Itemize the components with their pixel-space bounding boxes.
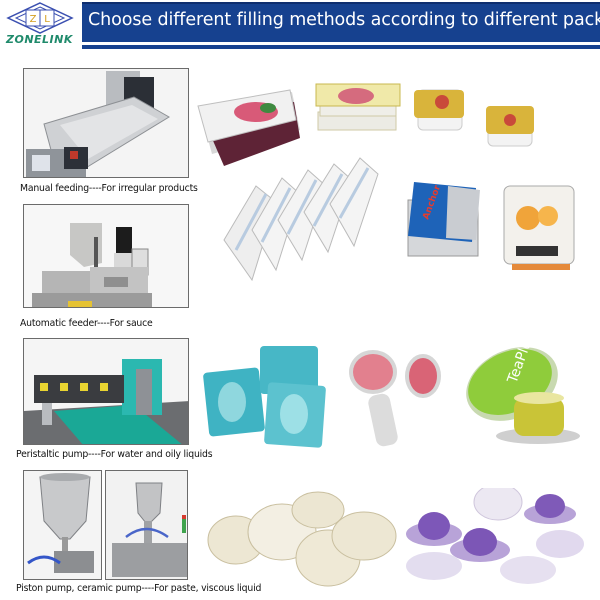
strawberry-jam-cups — [197, 89, 300, 166]
banner-divider — [82, 45, 600, 49]
honey-cups — [315, 83, 401, 131]
ceramic-pump-machine-image — [105, 470, 188, 580]
caption-automatic-feeder: Automatic feeder----For sauce — [20, 318, 153, 329]
zonelink-logo: Z L ZONELINK — [0, 0, 80, 50]
automatic-feeder-machine-image — [23, 204, 189, 308]
butter-portion-cups — [414, 89, 534, 147]
manual-feeding-machine-image — [23, 68, 189, 178]
white-dome-capsules — [207, 491, 397, 587]
white-portion-cups — [223, 157, 379, 282]
product-image-capsules — [198, 488, 596, 592]
caption-peristaltic-pump: Peristaltic pump----For water and oily l… — [16, 449, 213, 460]
product-image-portion-cups: Anchor — [196, 70, 596, 290]
logo-diamond-icon: Z L — [6, 2, 74, 34]
product-image-liquid-packs: TeaPlus — [200, 340, 596, 452]
pink-spoon-cups — [349, 350, 441, 447]
peristaltic-pump-machine-image — [23, 338, 189, 445]
caption-piston-pump: Piston pump, ceramic pump----For paste, … — [16, 583, 262, 594]
orange-jam-cup — [503, 185, 575, 270]
svg-text:L: L — [44, 14, 50, 25]
caption-manual-feeding: Manual feeding----For irregular products — [20, 183, 198, 194]
teal-blister-packs — [203, 346, 326, 448]
svg-text:Z: Z — [30, 14, 37, 25]
anchor-butter-cups: Anchor — [407, 182, 480, 257]
purple-dome-capsules — [406, 488, 584, 584]
tea-plus-cup: TeaPlus — [466, 340, 580, 444]
piston-pump-hopper-image — [23, 470, 102, 580]
header-banner: Choose different filling methods accordi… — [82, 2, 600, 42]
logo-text: ZONELINK — [6, 33, 73, 46]
page-title: Choose different filling methods accordi… — [88, 10, 600, 30]
